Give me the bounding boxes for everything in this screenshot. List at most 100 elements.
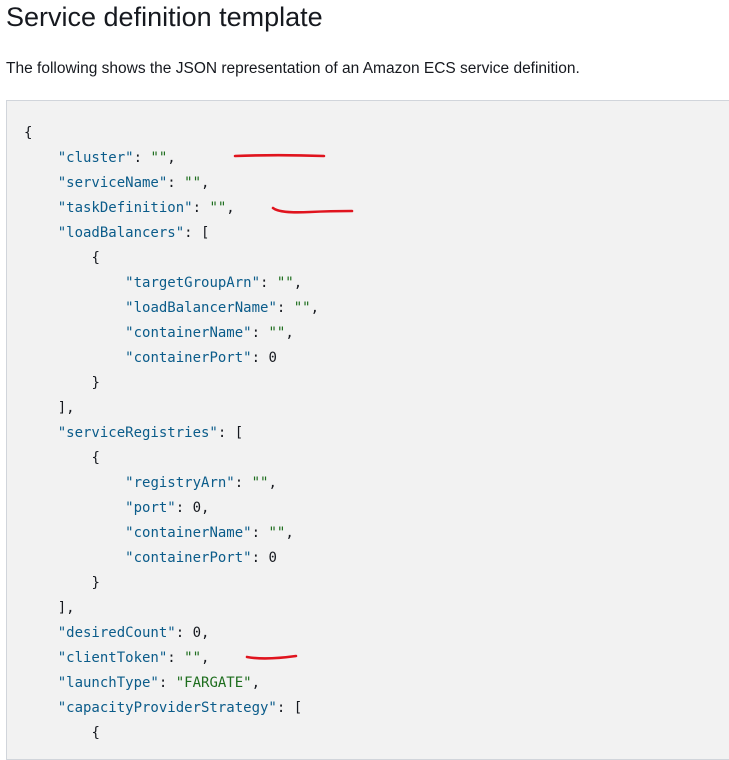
json-number: 0 [268,550,277,566]
code-line: "serviceName": "", [24,171,319,196]
json-key: "registryArn" [125,475,235,491]
json-token: , [201,500,210,516]
json-string: "" [150,150,168,166]
json-token [24,675,58,691]
json-token: , [285,525,294,541]
json-token: } [91,575,100,591]
json-token: , [310,300,320,316]
code-line: "launchType": "FARGATE", [24,671,319,696]
json-token: : [167,650,185,666]
json-key: "loadBalancerName" [125,300,277,316]
json-token: , [268,475,277,491]
json-key: "serviceName" [57,175,168,191]
json-token [24,300,125,316]
json-key: "port" [125,500,176,516]
json-token: : [260,275,277,291]
underline-mark-clienttoken [245,654,298,660]
code-content: { "cluster": "", "serviceName": "", "tas… [24,121,319,746]
json-string: "" [209,200,227,216]
json-key: "capacityProviderStrategy" [57,700,277,716]
json-number: 0 [192,625,202,641]
json-token: , [226,200,235,216]
json-string: "FARGATE" [175,675,252,691]
json-key: "cluster" [57,150,134,166]
json-token: , [201,650,210,666]
json-token [24,550,125,566]
json-token [24,375,91,391]
code-line: { [24,246,319,271]
json-string: "" [251,475,269,491]
code-line: "serviceRegistries": [ [24,421,319,446]
json-token [24,225,58,241]
json-string: "" [184,175,202,191]
json-token [24,700,58,716]
code-line: { [24,121,319,146]
json-key: "loadBalancers" [57,225,185,241]
json-token: { [24,125,33,141]
json-token [24,575,91,591]
json-token: ], [57,400,75,416]
json-token: : [158,675,176,691]
json-token: { [91,725,100,741]
code-line: "capacityProviderStrategy": [ [24,696,319,721]
json-number: 0 [268,350,277,366]
json-token [24,625,58,641]
code-line: "loadBalancers": [ [24,221,319,246]
json-token [24,275,125,291]
json-token: ], [57,600,75,616]
json-token: : [167,175,185,191]
json-token: { [91,450,100,466]
json-token: , [201,625,210,641]
code-line: } [24,571,319,596]
json-token [24,175,58,191]
json-key: "containerPort" [125,350,252,366]
json-token: : [192,200,210,216]
json-token: : [251,350,269,366]
code-line: ], [24,596,319,621]
code-line: } [24,371,319,396]
json-key: "containerPort" [125,550,252,566]
json-token [24,450,91,466]
json-token [24,350,125,366]
intro-paragraph: The following shows the JSON representat… [6,60,580,77]
json-token [24,500,125,516]
code-line: "registryArn": "", [24,471,319,496]
code-line: "cluster": "", [24,146,319,171]
json-token [24,525,125,541]
json-token: , [167,150,176,166]
json-string: "" [293,300,311,316]
json-token [24,150,58,166]
json-string: "" [276,275,294,291]
json-number: 0 [192,500,202,516]
json-token [24,475,125,491]
json-token: { [91,250,100,266]
json-token: : [251,525,269,541]
json-key: "launchType" [57,675,159,691]
code-line: "containerPort": 0 [24,546,319,571]
json-token: , [201,175,210,191]
json-key: "targetGroupArn" [125,275,261,291]
code-line: "targetGroupArn": "", [24,271,319,296]
json-token [24,600,58,616]
code-line: "taskDefinition": "", [24,196,319,221]
code-line: "desiredCount": 0, [24,621,319,646]
json-token: : [175,625,193,641]
json-key: "taskDefinition" [57,200,193,216]
json-token [24,250,91,266]
json-token: : [175,500,193,516]
json-string: "" [184,650,202,666]
json-key: "containerName" [125,325,252,341]
json-key: "serviceRegistries" [57,425,218,441]
json-token: , [251,675,261,691]
code-line: "containerName": "", [24,321,319,346]
page-title: Service definition template [6,2,323,32]
json-token [24,425,58,441]
json-key: "desiredCount" [57,625,176,641]
json-token: : [ [184,225,210,241]
json-token: : [276,300,294,316]
code-block[interactable] [6,100,729,760]
json-token [24,200,58,216]
code-line: "port": 0, [24,496,319,521]
underline-mark-cluster [233,153,326,158]
json-token: } [91,375,100,391]
